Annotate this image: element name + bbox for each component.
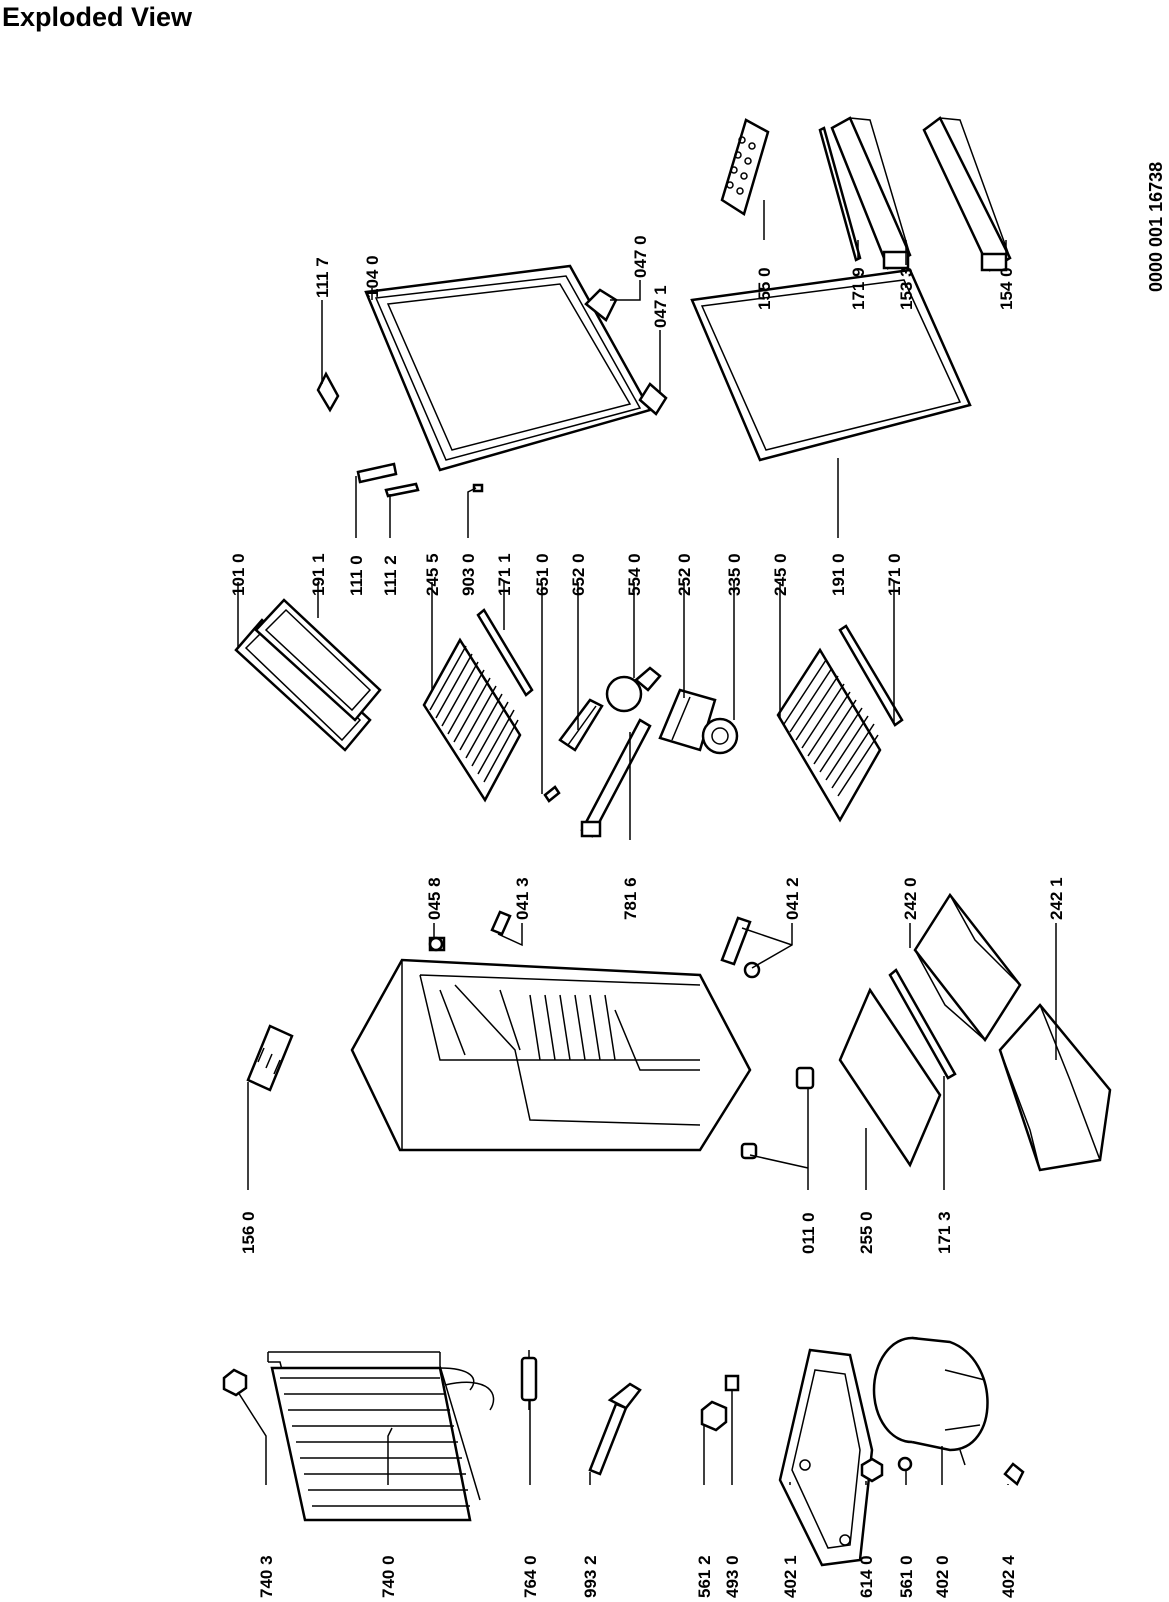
label-1040: 104 0 — [363, 255, 382, 298]
label-2455: 245 5 — [423, 553, 442, 596]
lamp-holder-6520 — [558, 698, 604, 752]
compressor-base-plate-4021 — [778, 1348, 874, 1567]
label-4930: 493 0 — [723, 1555, 742, 1598]
label-7403: 740 3 — [257, 1555, 276, 1598]
wire-shelf-2450 — [776, 647, 882, 823]
label-1719: 171 9 — [849, 267, 868, 310]
egg-tray-1550 — [720, 118, 770, 216]
label-4020: 402 0 — [933, 1555, 952, 1598]
door-pocket-1117 — [316, 371, 340, 413]
label-3350: 335 0 — [725, 553, 744, 596]
glass-shelf-2550 — [838, 987, 942, 1168]
fridge-door-gasket-1910 — [690, 268, 972, 462]
filter-drier-7640 — [520, 1350, 538, 1410]
thermostat-housing-2520 — [658, 688, 717, 752]
label-0471: 047 1 — [651, 285, 670, 328]
label-1010: 101 0 — [229, 553, 248, 596]
label-9030: 903 0 — [459, 553, 478, 596]
label-6510: 651 0 — [533, 553, 552, 596]
shelf-trim-1713 — [888, 968, 957, 1080]
label-6520: 652 0 — [569, 553, 588, 596]
label-5610: 561 0 — [897, 1555, 916, 1598]
label-7640: 764 0 — [521, 1555, 540, 1598]
drain-plug-7403 — [222, 1368, 248, 1397]
light-cover-7816 — [580, 718, 652, 838]
label-2421: 242 1 — [1047, 877, 1066, 920]
wire-shelf-2455 — [422, 637, 522, 803]
door-rail-1719 — [818, 126, 862, 262]
compressor-4020 — [872, 1336, 989, 1466]
label-2450: 245 0 — [771, 553, 790, 596]
condenser-coil-7400 — [267, 1351, 495, 1522]
shelf-trim-1710 — [838, 624, 904, 727]
freezer-door-1010 — [234, 618, 372, 752]
relay-5612 — [700, 1400, 728, 1432]
label-1910: 191 0 — [829, 553, 848, 596]
leveling-foot-0110 — [740, 1066, 815, 1160]
part-labels: 740 3 740 0 764 0 993 2 561 2 493 0 402 … — [229, 162, 1166, 1598]
thermostat-5540 — [605, 666, 662, 713]
hinge-cover-0471 — [638, 382, 668, 416]
label-2420: 242 0 — [901, 877, 920, 920]
label-1117: 111 7 — [313, 257, 332, 298]
thermostat-probe-9932 — [588, 1382, 642, 1476]
label-2520: 252 0 — [675, 553, 694, 596]
cabinet — [350, 958, 752, 1152]
bracket-0413 — [490, 910, 512, 936]
egg-tray-1560 — [246, 1024, 294, 1092]
document-number: 0000 001 16738 — [1146, 162, 1166, 292]
label-7816: 781 6 — [621, 877, 640, 920]
freezer-door-gasket-1911 — [254, 598, 382, 722]
hinge-pin-0458 — [428, 936, 446, 952]
label-1110: 111 0 — [347, 555, 366, 596]
fridge-door-1040 — [364, 264, 652, 472]
label-1560: 156 0 — [239, 1211, 258, 1254]
label-1540: 154 0 — [997, 267, 1016, 310]
shelf-trim-1711 — [476, 608, 534, 697]
label-5612: 561 2 — [695, 1555, 714, 1598]
grommet-6140 — [860, 1457, 884, 1483]
label-0413: 041 3 — [513, 877, 532, 920]
lamp-6510 — [543, 785, 561, 803]
handle-1110 — [356, 462, 398, 484]
label-4021: 402 1 — [781, 1555, 800, 1598]
knob-3350 — [701, 717, 739, 755]
compressor-clip-4024 — [1003, 1462, 1025, 1486]
label-1710: 171 0 — [885, 553, 904, 596]
handle-cap-1112 — [384, 482, 420, 498]
label-0458: 045 8 — [425, 877, 444, 920]
door-shelf-1540 — [922, 116, 1012, 272]
label-2550: 255 0 — [857, 1211, 876, 1254]
label-0412: 041 2 — [783, 877, 802, 920]
label-0110: 011 0 — [799, 1212, 818, 1254]
label-7400: 740 0 — [379, 1555, 398, 1598]
label-1112: 111 2 — [381, 555, 400, 596]
label-9932: 993 2 — [581, 1555, 600, 1598]
label-0470: 047 0 — [631, 235, 650, 278]
label-6140: 614 0 — [857, 1555, 876, 1598]
clip-5610 — [897, 1456, 913, 1472]
label-1911: 191 1 — [309, 553, 328, 596]
lower-hinge-0412 — [720, 916, 761, 979]
crisper-drawer-2420 — [913, 892, 1022, 1043]
label-1550: 155 0 — [755, 267, 774, 310]
label-1533: 153 3 — [897, 267, 916, 310]
label-5540: 554 0 — [625, 553, 644, 596]
capacitor-4930 — [724, 1374, 740, 1392]
label-4024: 402 4 — [999, 1555, 1018, 1598]
page-title: Exploded View — [2, 2, 193, 32]
crisper-drawer-2421 — [998, 1003, 1112, 1172]
label-1713: 171 3 — [935, 1211, 954, 1254]
door-shelf-1533 — [830, 116, 912, 270]
leader-lines — [237, 200, 1057, 1485]
label-1711: 171 1 — [495, 553, 514, 596]
